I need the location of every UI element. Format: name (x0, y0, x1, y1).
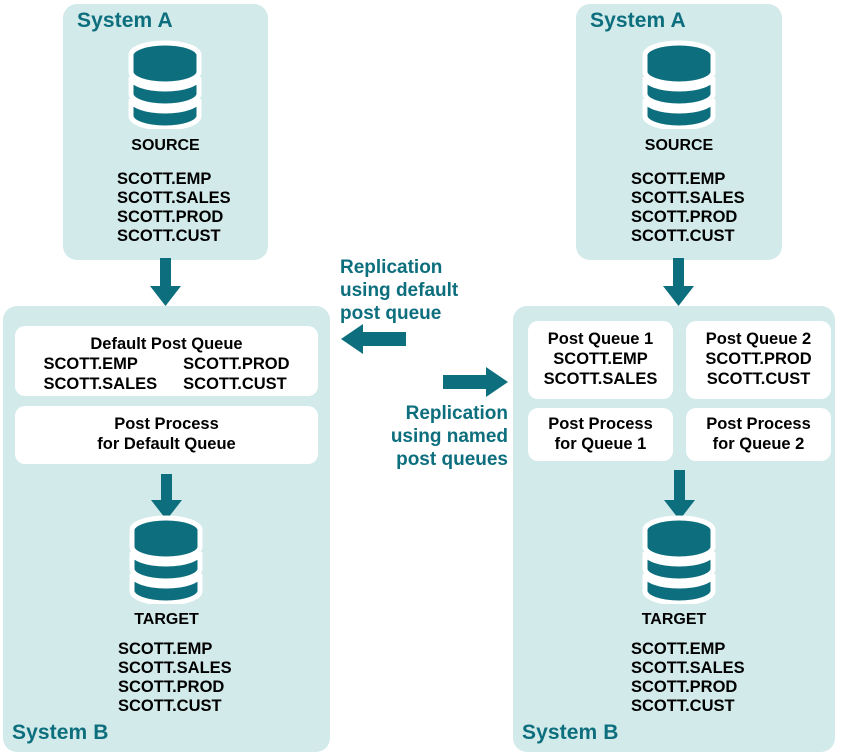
right-queue-2-title: Post Queue 2 (705, 330, 812, 348)
right-system-b-panel: Post Queue 1 SCOTT.EMP SCOTT.SALES Post … (513, 306, 835, 752)
table-entry: SCOTT.CUST (118, 697, 222, 715)
table-entry: SCOTT.PROD (631, 208, 738, 226)
table-entry: SCOTT.CUST (183, 375, 287, 393)
right-post-queue-1-box: Post Queue 1 SCOTT.EMP SCOTT.SALES (528, 321, 673, 399)
table-entry: SCOTT.CUST (631, 697, 735, 715)
table-entry: SCOTT.SALES (118, 659, 232, 677)
left-down-arrow-source-to-queue (150, 258, 181, 306)
left-target-table-list: SCOTT.EMP SCOTT.SALES SCOTT.PROD SCOTT.C… (118, 640, 232, 716)
left-source-table-list: SCOTT.EMP SCOTT.SALES SCOTT.PROD SCOTT.C… (117, 170, 231, 246)
right-post-process-1-line-2: for Queue 1 (554, 435, 647, 453)
left-queue-column-1: SCOTT.EMP SCOTT.SALES (43, 354, 157, 394)
left-source-caption: SOURCE (131, 137, 200, 154)
right-post-process-1-box: Post Process for Queue 1 (528, 408, 673, 461)
table-entry: SCOTT.PROD (117, 208, 224, 226)
right-system-a-panel: System A SOURCE SCOTT.EMP SCOTT.SALES SC… (576, 4, 782, 260)
table-entry: SCOTT.SALES (43, 375, 158, 393)
database-cylinder-icon (640, 514, 718, 604)
table-entry: SCOTT.PROD (705, 350, 812, 368)
table-entry: SCOTT.SALES (631, 659, 745, 677)
right-source-caption: SOURCE (644, 137, 714, 154)
right-system-b-label: System B (522, 721, 619, 744)
left-system-b-label: System B (12, 721, 109, 744)
table-entry: SCOTT.EMP (43, 355, 138, 373)
right-queue-1-title: Post Queue 1 (547, 330, 654, 348)
table-entry: SCOTT.SALES (631, 189, 745, 207)
table-entry: SCOTT.EMP (117, 170, 212, 188)
left-queue-column-2: SCOTT.PROD SCOTT.CUST (183, 354, 289, 394)
left-system-a-label: System A (77, 9, 173, 32)
right-arrow-icon (443, 367, 508, 397)
left-down-arrow-queue-to-target (151, 474, 182, 520)
table-entry: SCOTT.EMP (553, 350, 648, 368)
replication-named-label: Replication using named post queues (390, 403, 508, 470)
right-system-a-label: System A (590, 9, 686, 32)
right-source-table-list: SCOTT.EMP SCOTT.SALES SCOTT.PROD SCOTT.C… (631, 170, 745, 246)
table-entry: SCOTT.CUST (706, 370, 811, 388)
table-entry: SCOTT.EMP (118, 640, 213, 658)
left-arrow-icon (341, 324, 406, 354)
table-entry: SCOTT.SALES (117, 189, 231, 207)
table-entry: SCOTT.EMP (631, 170, 726, 188)
table-entry: SCOTT.PROD (183, 355, 290, 373)
right-post-queue-2-box: Post Queue 2 SCOTT.PROD SCOTT.CUST (686, 321, 831, 399)
right-post-process-2-box: Post Process for Queue 2 (686, 408, 831, 461)
database-cylinder-icon (126, 39, 204, 129)
right-down-arrow-source-to-queue (663, 258, 694, 306)
left-system-a-panel: System A SOURCE SCOTT.EMP SCOTT.SALES SC… (63, 4, 268, 260)
right-post-process-1-line-1: Post Process (548, 415, 653, 433)
right-target-caption: TARGET (641, 611, 707, 628)
right-post-process-2-line-2: for Queue 2 (712, 435, 805, 453)
left-post-process-line-2: for Default Queue (97, 435, 236, 453)
table-entry: SCOTT.PROD (631, 678, 738, 696)
left-default-post-queue-box: Default Post Queue SCOTT.EMP SCOTT.SALES… (15, 326, 318, 396)
table-entry: SCOTT.PROD (118, 678, 225, 696)
database-cylinder-icon (640, 39, 718, 129)
left-target-caption: TARGET (134, 611, 199, 628)
left-post-process-line-1: Post Process (114, 415, 219, 433)
table-entry: SCOTT.EMP (631, 640, 726, 658)
right-target-table-list: SCOTT.EMP SCOTT.SALES SCOTT.PROD SCOTT.C… (631, 640, 745, 716)
table-entry: SCOTT.CUST (117, 227, 221, 245)
left-post-process-box: Post Process for Default Queue (15, 406, 318, 464)
right-post-process-2-line-1: Post Process (706, 415, 811, 433)
left-queue-title: Default Post Queue (90, 335, 243, 353)
replication-default-label: Replication using default post queue (340, 257, 459, 324)
database-cylinder-icon (127, 514, 205, 604)
table-entry: SCOTT.SALES (543, 370, 658, 388)
left-system-b-panel: Default Post Queue SCOTT.EMP SCOTT.SALES… (3, 306, 330, 752)
right-down-arrow-queue-to-target (664, 470, 695, 520)
table-entry: SCOTT.CUST (631, 227, 735, 245)
